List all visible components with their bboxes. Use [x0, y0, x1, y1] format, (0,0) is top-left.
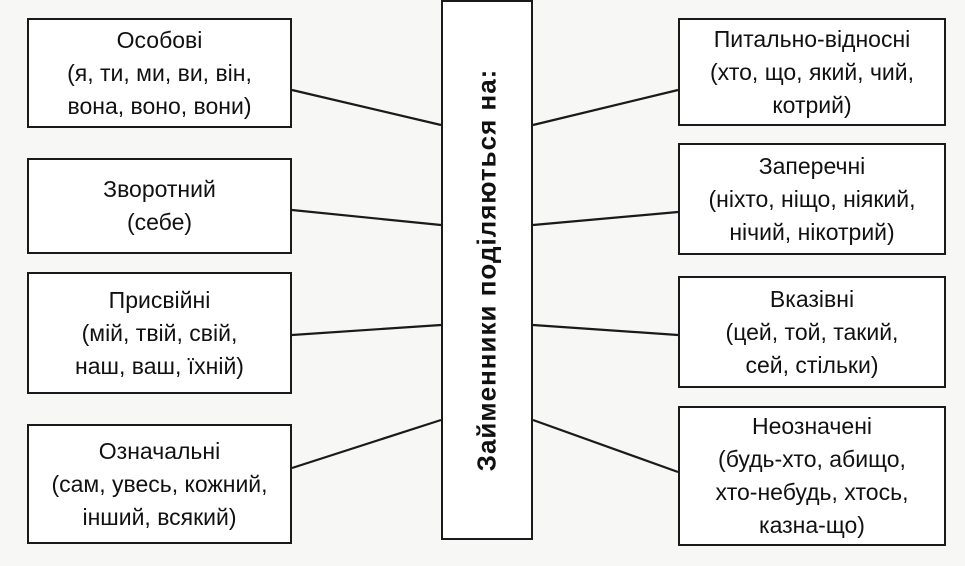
connector-right-4 [532, 418, 679, 474]
connector-right-1 [532, 88, 679, 127]
connector-left-1 [291, 88, 442, 127]
box-title: Заперечні [758, 152, 866, 179]
box-reflexive-pronoun: Зворотний (себе) [27, 158, 292, 254]
center-heading: Займенники поділяються на: [471, 68, 502, 472]
connector-right-2 [532, 210, 679, 227]
box-items: (я, ти, ми, ви, він, вона, воно, вони) [67, 59, 252, 119]
box-indefinite-pronouns: Неозначені (будь-хто, абищо, хто-небудь,… [678, 406, 946, 546]
box-items: (цей, той, такий, сей, стільки) [725, 318, 899, 378]
box-title: Вказівні [769, 285, 855, 312]
box-title: Питально-відносні [713, 25, 911, 52]
box-items: (себе) [126, 209, 193, 235]
box-title: Означальні [98, 437, 221, 464]
connector-right-3 [532, 323, 679, 337]
box-items: (ніхто, ніщо, ніякий, нічий, нікотрий) [708, 185, 916, 245]
box-title: Зворотний [103, 176, 216, 202]
box-items: (будь-хто, абищо, хто-небудь, хтось, каз… [715, 446, 909, 538]
box-demonstrative-pronouns: Вказівні (цей, той, такий, сей, стільки) [678, 276, 946, 388]
box-items: (хто, що, який, чий, котрий) [709, 58, 915, 118]
box-personal-pronouns: Особові (я, ти, ми, ви, він, вона, воно,… [27, 18, 292, 128]
box-negative-pronouns: Заперечні (ніхто, ніщо, ніякий, нічий, н… [678, 143, 946, 255]
box-title: Неозначені [751, 413, 873, 439]
box-attributive-pronouns: Означальні (сам, увесь, кожний, інший, в… [27, 424, 292, 544]
box-title: Присвійні [108, 286, 211, 313]
box-possessive-pronouns: Присвійні (мій, твій, свій, наш, ваш, їх… [27, 272, 292, 394]
connector-left-4 [291, 418, 442, 470]
box-title: Особові [116, 26, 203, 53]
box-items: (сам, увесь, кожний, інший, всякий) [51, 470, 268, 530]
connector-left-3 [291, 323, 442, 337]
box-interrogative-relative-pronouns: Питально-відносні (хто, що, який, чий, к… [678, 18, 946, 126]
center-heading-box: Займенники поділяються на: [441, 0, 533, 540]
box-items: (мій, твій, свій, наш, ваш, їхній) [75, 319, 244, 379]
connector-left-2 [291, 208, 442, 227]
